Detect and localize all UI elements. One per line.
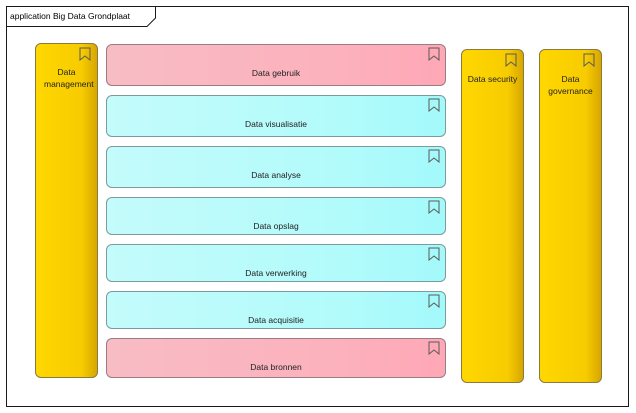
bookmark-icon <box>427 149 441 163</box>
layer-data-visualisatie[interactable]: Data visualisatie <box>106 95 446 137</box>
layer-label: Data bronnen <box>250 362 302 372</box>
layer-label: Data visualisatie <box>245 119 307 129</box>
bookmark-icon <box>427 98 441 112</box>
layer-data-gebruik[interactable]: Data gebruik <box>106 44 446 86</box>
bookmark-icon <box>427 200 441 214</box>
pillar-data-governance-label: Data governance <box>548 74 593 96</box>
pillar-data-governance[interactable]: Data governance <box>539 49 602 383</box>
layer-data-verwerking[interactable]: Data verwerking <box>106 244 446 282</box>
layer-data-analyse[interactable]: Data analyse <box>106 146 446 188</box>
layer-label: Data analyse <box>251 170 301 180</box>
pillar-data-management-label: Data management <box>44 67 94 89</box>
pillar-data-security-label: Data security <box>467 74 518 84</box>
pillar-data-management[interactable]: Data management <box>35 43 98 378</box>
bookmark-icon <box>582 53 596 67</box>
layer-label: Data gebruik <box>251 68 301 78</box>
bookmark-icon <box>504 53 518 67</box>
diagram-title: application Big Data Grondplaat <box>10 11 131 21</box>
layer-data-opslag[interactable]: Data opslag <box>106 197 446 235</box>
layer-data-acquisitie[interactable]: Data acquisitie <box>106 291 446 329</box>
layer-label: Data opslag <box>253 221 299 231</box>
layer-data-bronnen[interactable]: Data bronnen <box>106 338 446 378</box>
layer-label: Data verwerking <box>245 268 307 278</box>
bookmark-icon <box>427 247 441 261</box>
bookmark-icon <box>427 294 441 308</box>
bookmark-icon <box>427 341 441 355</box>
diagram-title-tab <box>6 6 156 27</box>
layer-label: Data acquisitie <box>248 315 304 325</box>
bookmark-icon <box>427 47 441 61</box>
bookmark-icon <box>78 47 92 61</box>
pillar-data-security[interactable]: Data security <box>461 49 524 383</box>
